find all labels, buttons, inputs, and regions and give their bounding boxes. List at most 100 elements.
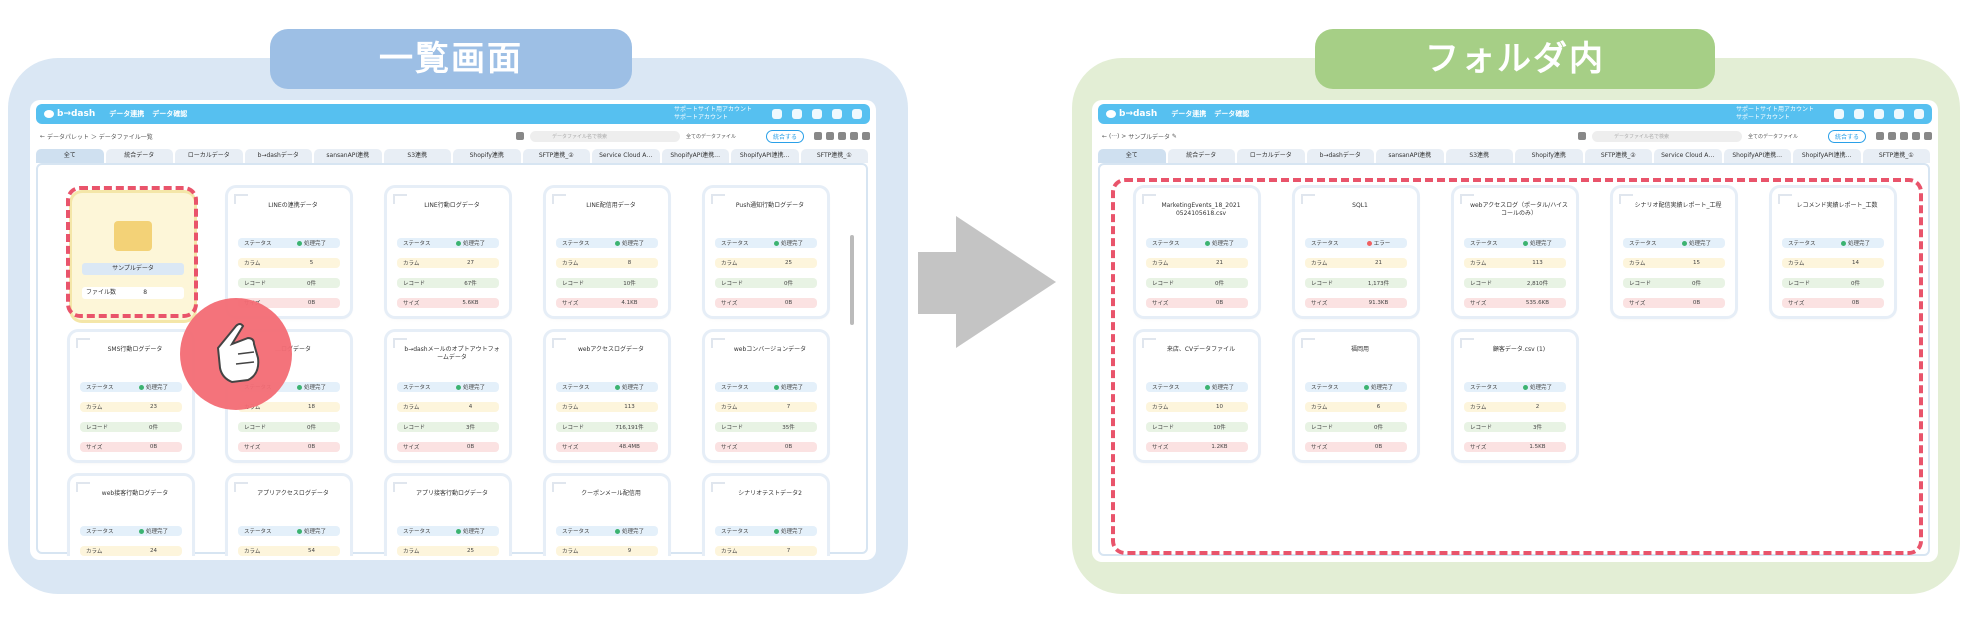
row-value: 4.1KB — [607, 300, 652, 306]
sort-icon[interactable] — [1912, 132, 1920, 140]
menu-icon[interactable] — [862, 132, 870, 140]
bell-icon[interactable] — [1834, 109, 1844, 119]
row-label: サイズ — [403, 301, 420, 307]
card-title: SMS行動ログデータ — [107, 346, 163, 353]
wrench-icon[interactable] — [792, 109, 802, 119]
tab-service-cloud[interactable]: Service Cloud A… — [1654, 149, 1722, 163]
filter-select[interactable]: 全てのデータファイル — [685, 133, 736, 140]
tab-shopify-api-1[interactable]: ShopifyAPI連携… — [1723, 149, 1791, 163]
row-value: 処理完了 — [1833, 239, 1878, 247]
tab-local[interactable]: ローカルデータ — [175, 149, 243, 163]
upload-icon[interactable] — [826, 132, 834, 140]
status-row: ステータス処理完了 — [238, 526, 340, 536]
row-label: サイズ — [86, 445, 103, 451]
edit-icon[interactable]: ✎ — [1170, 132, 1177, 140]
menu-icon[interactable] — [1924, 132, 1932, 140]
ellipsis-button[interactable]: (···) > — [1108, 132, 1129, 140]
tab-shopify-api-2[interactable]: ShopifyAPI連携… — [731, 149, 799, 163]
account-info[interactable]: サポートサイト用アカウントサポートアカウント — [674, 106, 752, 122]
upload-icon[interactable] — [1888, 132, 1896, 140]
tab-all[interactable]: 全て — [1098, 149, 1166, 163]
logout-icon[interactable] — [1914, 109, 1924, 119]
record-value: 0件 — [307, 281, 316, 287]
nav-data-link[interactable]: データ連携 — [1171, 110, 1207, 118]
folder-icon[interactable] — [515, 132, 524, 140]
bell-icon[interactable] — [772, 109, 782, 119]
tab-bdash[interactable]: b→dashデータ — [1306, 149, 1374, 163]
row-label: カラム — [721, 405, 738, 411]
tab-shopify[interactable]: Shopify連携 — [1515, 149, 1583, 163]
merge-button[interactable]: 統合する — [765, 129, 804, 143]
tab-sansan[interactable]: sansanAPI連携 — [1376, 149, 1444, 163]
nav-data-link[interactable]: データ連携 — [109, 110, 145, 118]
merge-button[interactable]: 統合する — [1827, 129, 1866, 143]
folder-icon[interactable] — [1577, 132, 1586, 140]
column-value: 8 — [627, 260, 632, 266]
tab-shopify-api-1[interactable]: ShopifyAPI連携… — [661, 149, 729, 163]
megaphone-icon[interactable] — [1894, 109, 1904, 119]
account-info[interactable]: サポートサイト用アカウントサポートアカウント — [1736, 106, 1814, 122]
tab-s3[interactable]: S3連携 — [383, 149, 451, 163]
tab-sftp1[interactable]: SFTP連携_① — [1862, 149, 1930, 163]
list-icon[interactable] — [1900, 132, 1908, 140]
tab-local[interactable]: ローカルデータ — [1237, 149, 1305, 163]
tab-merged[interactable]: 統合データ — [1167, 149, 1235, 163]
wrench-icon[interactable] — [1854, 109, 1864, 119]
data-file-card[interactable]: LINEの連携データステータス処理完了カラム5レコード0件サイズ0B — [228, 188, 350, 316]
scrollbar[interactable] — [850, 235, 854, 325]
tab-service-cloud[interactable]: Service Cloud A… — [592, 149, 660, 163]
megaphone-icon[interactable] — [832, 109, 842, 119]
tab-shopify[interactable]: Shopify連携 — [453, 149, 521, 163]
sql-icon[interactable] — [814, 132, 822, 140]
tab-sansan[interactable]: sansanAPI連携 — [314, 149, 382, 163]
search-input[interactable]: データファイル名で検索 — [529, 130, 680, 142]
tab-all[interactable]: 全て — [36, 149, 104, 163]
tab-bdash[interactable]: b→dashデータ — [244, 149, 312, 163]
sql-icon[interactable] — [1876, 132, 1884, 140]
tab-sftp2[interactable]: SFTP連携_② — [1584, 149, 1652, 163]
list-icon[interactable] — [838, 132, 846, 140]
tab-merged[interactable]: 統合データ — [105, 149, 173, 163]
logout-icon[interactable] — [852, 109, 862, 119]
tab-sftp2[interactable]: SFTP連携_② — [522, 149, 590, 163]
sort-icon[interactable] — [850, 132, 858, 140]
grid-icon[interactable] — [1874, 109, 1884, 119]
status-dot-icon — [1363, 385, 1369, 390]
nav-data-check[interactable]: データ確認 — [1214, 110, 1250, 118]
row-label: レコード — [1629, 281, 1652, 287]
filter-select[interactable]: 全てのデータファイル — [1747, 133, 1798, 140]
back-arrow-icon[interactable]: ← — [1102, 132, 1109, 140]
tab-s3[interactable]: S3連携 — [1445, 149, 1513, 163]
search-input[interactable]: データファイル名で検索 — [1591, 130, 1742, 142]
grid-icon[interactable] — [812, 109, 822, 119]
tab-shopify-api-2[interactable]: ShopifyAPI連携… — [1793, 149, 1861, 163]
back-arrow-icon[interactable]: ← — [40, 132, 47, 140]
row-label: ステータス — [86, 529, 114, 535]
tab-sftp1[interactable]: SFTP連携_① — [800, 149, 868, 163]
nav-data-check[interactable]: データ確認 — [152, 110, 188, 118]
